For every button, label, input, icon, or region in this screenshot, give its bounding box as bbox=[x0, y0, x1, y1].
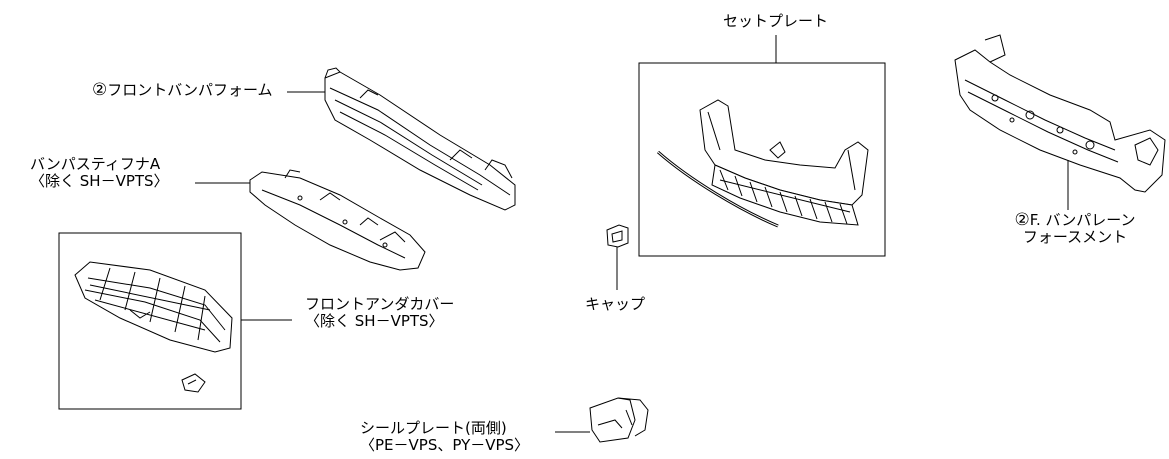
front-under-cover-line2: 〈除く SH－VPTS〉 bbox=[305, 312, 444, 330]
bumper-stiffener-a-line2: 〈除く SH－VPTS〉 bbox=[30, 172, 169, 190]
set-plate-text: セットプレート bbox=[723, 12, 829, 30]
callout-number: ② bbox=[92, 80, 108, 100]
front-bumper-foam-part bbox=[324, 67, 516, 211]
set-plate-part bbox=[657, 99, 869, 228]
front-under-cover-part bbox=[74, 261, 233, 393]
seal-plate-line1: シールプレート(両側) bbox=[360, 419, 507, 437]
callout-number: ② bbox=[1014, 210, 1030, 230]
seal-plate-label: シールプレート(両側) 〈PE－VPS、PY－VPS〉 bbox=[360, 420, 529, 454]
cap-label: キャップ bbox=[585, 296, 645, 313]
front-under-cover-box bbox=[58, 232, 242, 410]
bumper-reinforcement-line1-text: F. バンパレーン bbox=[1029, 211, 1136, 229]
seal-plate-part bbox=[589, 397, 649, 443]
bumper-reinforcement-part bbox=[954, 34, 1166, 193]
bumper-stiffener-a-label: バンパスティフナA 〈除く SH－VPTS〉 bbox=[30, 156, 169, 190]
bumper-stiffener-a-part bbox=[249, 169, 426, 271]
seal-plate-line2: 〈PE－VPS、PY－VPS〉 bbox=[360, 436, 530, 454]
bumper-stiffener-a-line1: バンパスティフナA bbox=[30, 155, 161, 173]
front-under-cover-line1: フロントアンダカバー bbox=[305, 295, 455, 313]
bumper-reinforcement-line2: フォースメント bbox=[1022, 228, 1128, 246]
front-bumper-foam-text: フロントバンパフォーム bbox=[107, 81, 273, 99]
front-bumper-foam-label: ②フロントバンパフォーム bbox=[92, 82, 273, 99]
bumper-reinforcement-label: ②F. バンパレーン フォースメント bbox=[985, 212, 1165, 246]
set-plate-box bbox=[638, 62, 886, 257]
cap-part bbox=[606, 224, 629, 248]
front-under-cover-label: フロントアンダカバー 〈除く SH－VPTS〉 bbox=[305, 296, 454, 330]
set-plate-label: セットプレート bbox=[723, 13, 828, 30]
cap-text: キャップ bbox=[585, 295, 646, 313]
bumper-reinforcement-line1: ②F. バンパレーン bbox=[985, 212, 1165, 229]
